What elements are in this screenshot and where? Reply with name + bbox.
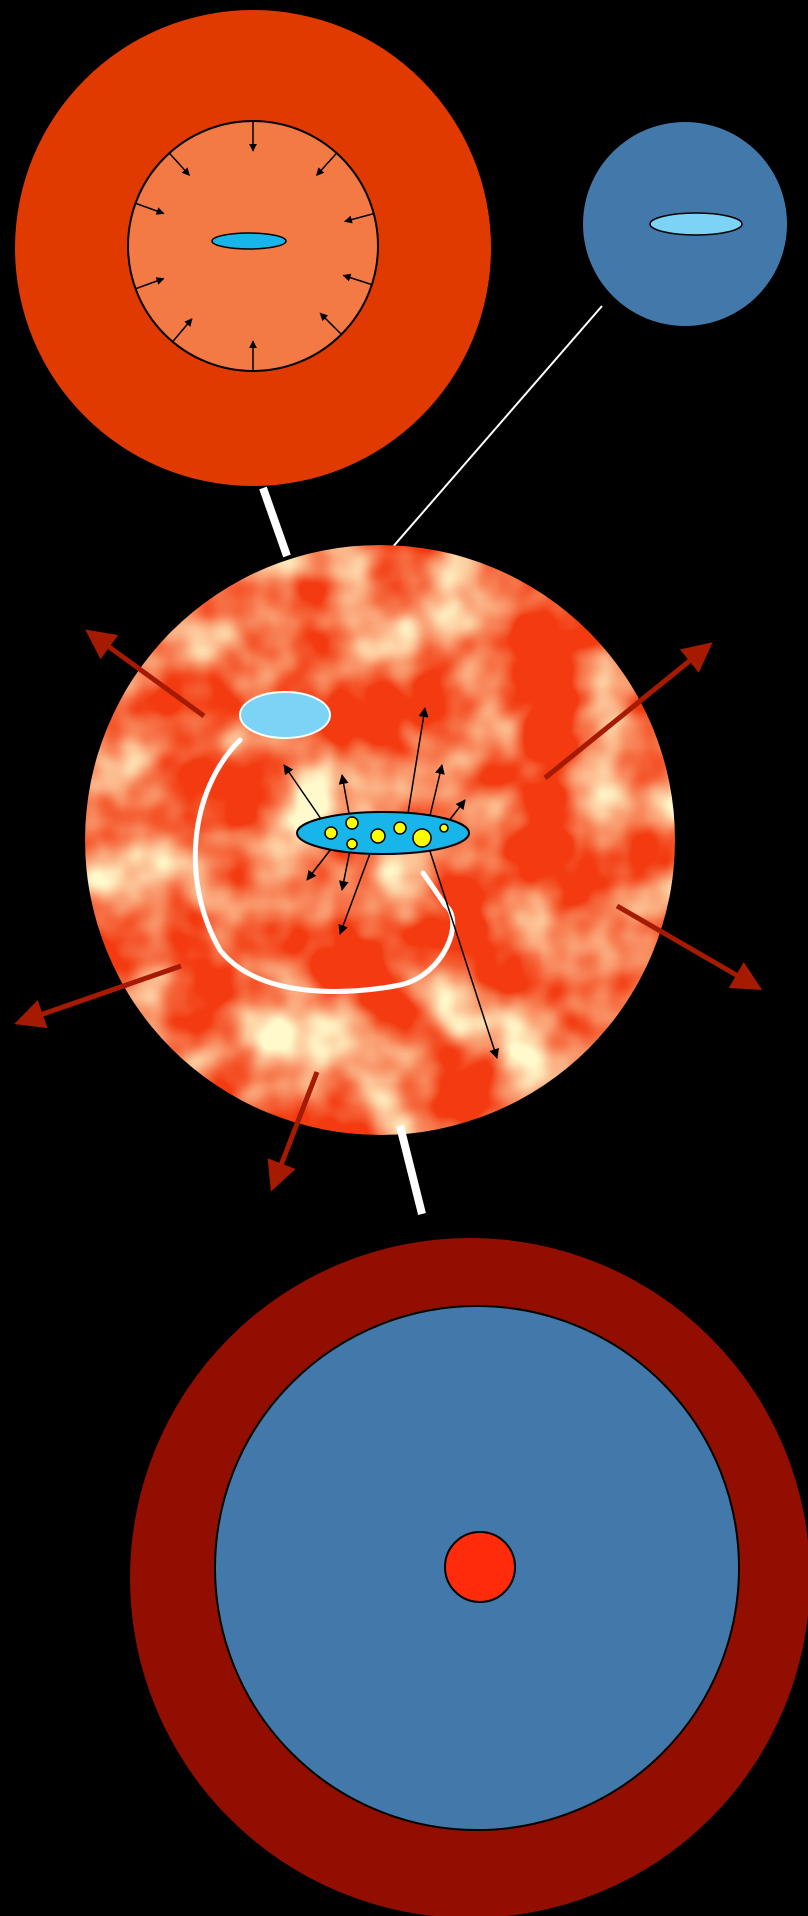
arrow-small-icon: [427, 764, 445, 825]
arrow-inward-icon: [343, 212, 374, 224]
arrow-outward-icon: [14, 963, 182, 1029]
bubble: [439, 823, 449, 833]
bottom-core: [444, 1531, 516, 1603]
bubble: [324, 826, 338, 840]
bubble: [370, 828, 386, 844]
arrow-inward-icon: [319, 312, 342, 335]
arrow-outward-icon: [543, 642, 713, 780]
arrow-inward-icon: [316, 152, 338, 176]
arrow-small-icon: [447, 799, 466, 823]
arrow-inward-icon: [135, 277, 165, 290]
arrow-small-icon: [338, 839, 376, 935]
middle-turbulent-body: [85, 545, 675, 1135]
infall-arrows: [135, 121, 374, 371]
arrow-inward-icon: [135, 202, 165, 215]
bottom-remnant-body: [130, 1238, 808, 1916]
captured-disk: [239, 691, 331, 739]
upper-connector-bar: [259, 486, 291, 558]
lower-connector-bar: [396, 1125, 426, 1215]
bubble: [412, 828, 432, 848]
bubble: [393, 821, 407, 835]
arrow-outward-icon: [615, 903, 763, 991]
top-right-disk: [649, 212, 743, 236]
bubbles: [324, 816, 449, 850]
top-left-collapsing-body: [15, 10, 491, 486]
arrow-inward-icon: [342, 273, 373, 286]
bubble: [346, 838, 358, 850]
arrow-outward-icon: [267, 1071, 320, 1192]
arrow-inward-icon: [172, 318, 193, 343]
convection-loop: [192, 737, 456, 994]
arrow-small-icon: [426, 841, 499, 1059]
bubble: [345, 816, 359, 830]
arrow-inward-icon: [168, 152, 190, 176]
outflow-arrows: [14, 629, 763, 1192]
top-left-core-disk: [211, 232, 287, 250]
arrow-small-icon: [405, 707, 429, 827]
arrow-outward-icon: [85, 629, 206, 719]
top-right-body: [583, 122, 787, 326]
